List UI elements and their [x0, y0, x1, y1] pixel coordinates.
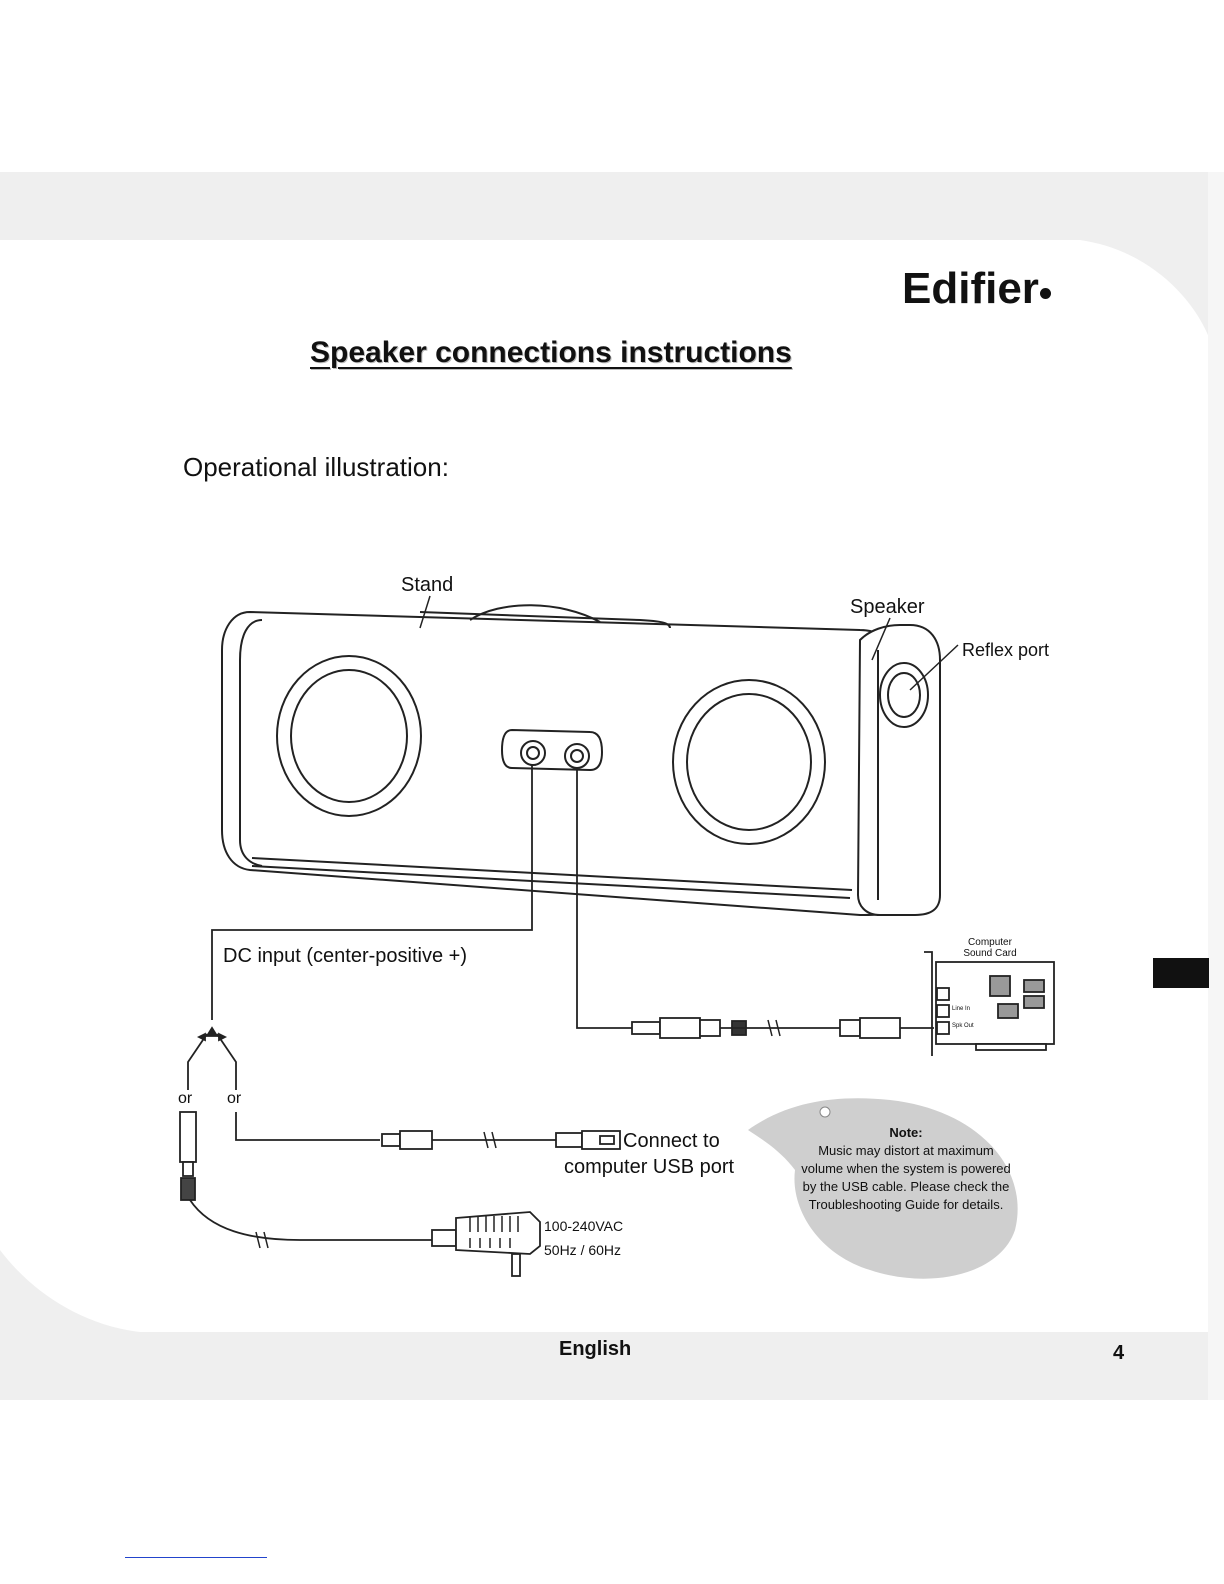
page-number: 4: [1113, 1342, 1125, 1364]
or-label-right: or: [227, 1090, 242, 1107]
line-in-label: Line In: [952, 1006, 971, 1012]
note-body: Music may distort at maximum volume when…: [801, 1143, 1011, 1212]
speaker-leader: [871, 617, 891, 661]
reflex-port-leader: [909, 644, 959, 691]
usb-label-line2: computer USB port: [564, 1156, 735, 1178]
note-title: Note:: [889, 1125, 923, 1140]
sound-card: [924, 951, 1055, 1056]
spk-out-label: Spk Out: [952, 1023, 974, 1029]
brand-text: Edifier: [902, 264, 1039, 313]
section-subheading: Operational illustration:: [183, 452, 449, 482]
ac-adapter-cable: [179, 1111, 541, 1277]
note-bubble: [748, 1098, 1018, 1279]
bottom-gray-band: [0, 1250, 1210, 1400]
usb-power-cable: [235, 1112, 621, 1150]
adapter-voltage-label: 100-240VAC: [544, 1218, 624, 1234]
stand-label: Stand: [401, 574, 454, 596]
speaker-label: Speaker: [850, 596, 925, 618]
brand-dot: [1039, 288, 1051, 299]
right-gray-strip: [1208, 172, 1224, 1400]
footer-language: English: [559, 1338, 632, 1360]
audio-cable: [576, 768, 934, 1039]
page-title: Speaker connections instructions: [310, 336, 792, 369]
section-tab-marker: [1153, 958, 1209, 988]
sound-card-label-line2: Sound Card: [963, 948, 1017, 959]
note-text: Note: Music may distort at maximum volum…: [796, 1124, 1016, 1214]
note-bubble-dot: [819, 1106, 831, 1118]
dc-input-label: DC input (center-positive +): [223, 945, 467, 967]
or-label-left: or: [178, 1090, 193, 1107]
adapter-frequency-label: 50Hz / 60Hz: [544, 1242, 622, 1258]
dc-input-jack: [520, 740, 546, 766]
stand-leader: [419, 595, 431, 629]
sound-card-label-line1: Computer: [968, 937, 1012, 948]
usb-label-line1: Connect to: [623, 1130, 720, 1152]
top-gray-band: [0, 172, 1210, 340]
dc-cable-route: [187, 765, 533, 1090]
brand-logo: Edifier: [902, 264, 1051, 314]
speaker-unit: [221, 604, 941, 917]
reflex-port-label: Reflex port: [962, 640, 1050, 660]
bottom-link-line: [125, 1557, 267, 1558]
